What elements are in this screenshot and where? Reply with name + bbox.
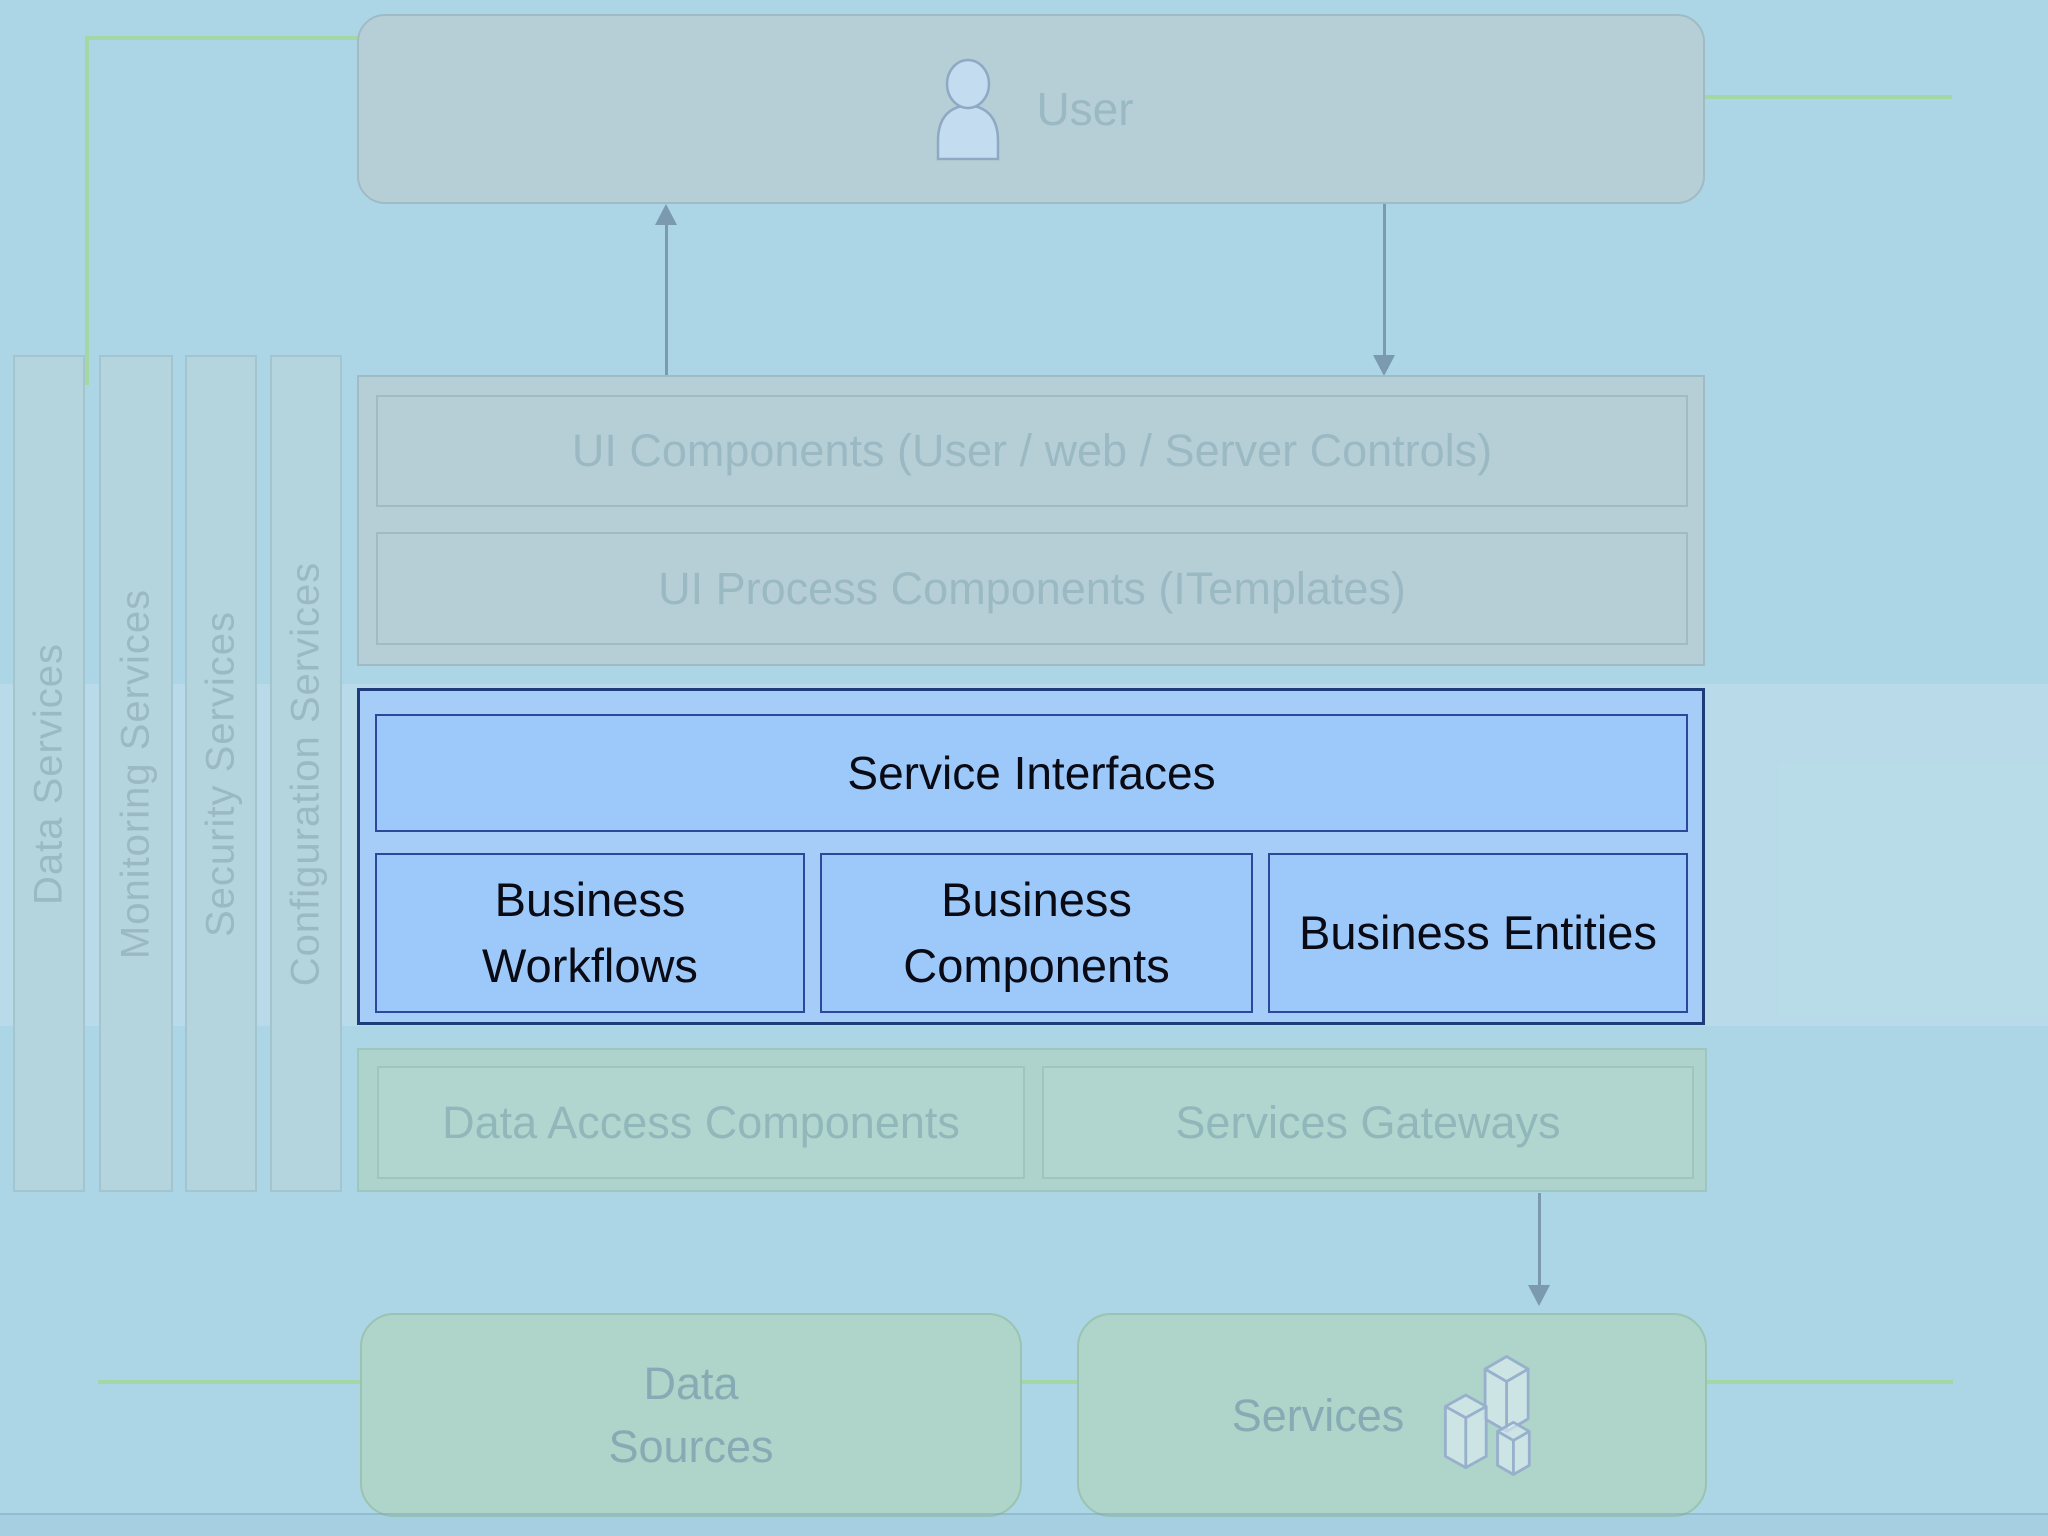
- connector-line-top-right: [1705, 95, 1952, 99]
- sidebar-data-services: Data Services: [13, 355, 85, 1192]
- business-components-label: Business Components: [903, 873, 1170, 992]
- connector-line-bottom-middle: [1022, 1380, 1077, 1384]
- services-box: Services: [1077, 1313, 1707, 1517]
- services-gateways-box: Services Gateways: [1042, 1066, 1694, 1179]
- sidebar-label: Data Services: [26, 642, 71, 905]
- business-entities-label: Business Entities: [1299, 906, 1657, 960]
- arrow-down-head-icon: [1528, 1285, 1550, 1306]
- user-box: User: [357, 14, 1705, 204]
- business-entities-box: Business Entities: [1268, 853, 1688, 1013]
- service-interfaces-label: Service Interfaces: [847, 746, 1216, 799]
- connector-line-bottom-right: [1707, 1380, 1953, 1384]
- service-interfaces-box: Service Interfaces: [375, 714, 1688, 832]
- sidebar-configuration-services: Configuration Services: [270, 355, 342, 1192]
- data-sources-box: Data Sources: [360, 1313, 1022, 1517]
- data-access-components-label: Data Access Components: [442, 1096, 960, 1148]
- user-label: User: [1036, 83, 1134, 135]
- bottom-edge-band: [0, 1513, 2048, 1536]
- arrow-down-head-icon: [1373, 355, 1395, 376]
- business-workflows-box: Business Workflows: [375, 853, 805, 1013]
- ui-components-label: UI Components (User / web / Server Contr…: [571, 425, 1493, 476]
- sidebar-label: Configuration Services: [283, 561, 328, 986]
- data-access-components-box: Data Access Components: [377, 1066, 1025, 1179]
- sidebar-monitoring-services: Monitoring Services: [99, 355, 173, 1192]
- business-components-box: Business Components: [820, 853, 1253, 1013]
- connector-line-top-left-horizontal: [85, 36, 357, 40]
- business-workflows-label: Business Workflows: [482, 873, 698, 992]
- data-sources-label: Data Sources: [608, 1358, 774, 1472]
- ui-components-box: UI Components (User / web / Server Contr…: [376, 395, 1688, 507]
- user-person-icon: [937, 58, 1000, 161]
- ui-process-components-label: UI Process Components (ITemplates): [658, 562, 1406, 614]
- ui-process-components-box: UI Process Components (ITemplates): [376, 532, 1688, 645]
- connector-line-top-left-vertical: [85, 36, 89, 385]
- arrow-gateways-to-services: [1538, 1193, 1541, 1286]
- sidebar-security-services: Security Services: [185, 355, 257, 1192]
- services-gateways-label: Services Gateways: [1175, 1096, 1561, 1148]
- connector-line-bottom-left: [98, 1380, 360, 1384]
- arrow-ui-to-user: [665, 223, 668, 375]
- service-cubes-icon: [1444, 1354, 1531, 1476]
- services-label: Services: [1231, 1389, 1405, 1441]
- sidebar-label: Security Services: [198, 610, 243, 937]
- arrow-up-head-icon: [655, 204, 677, 225]
- sidebar-label: Monitoring Services: [113, 588, 158, 959]
- arrow-user-to-ui: [1383, 204, 1386, 356]
